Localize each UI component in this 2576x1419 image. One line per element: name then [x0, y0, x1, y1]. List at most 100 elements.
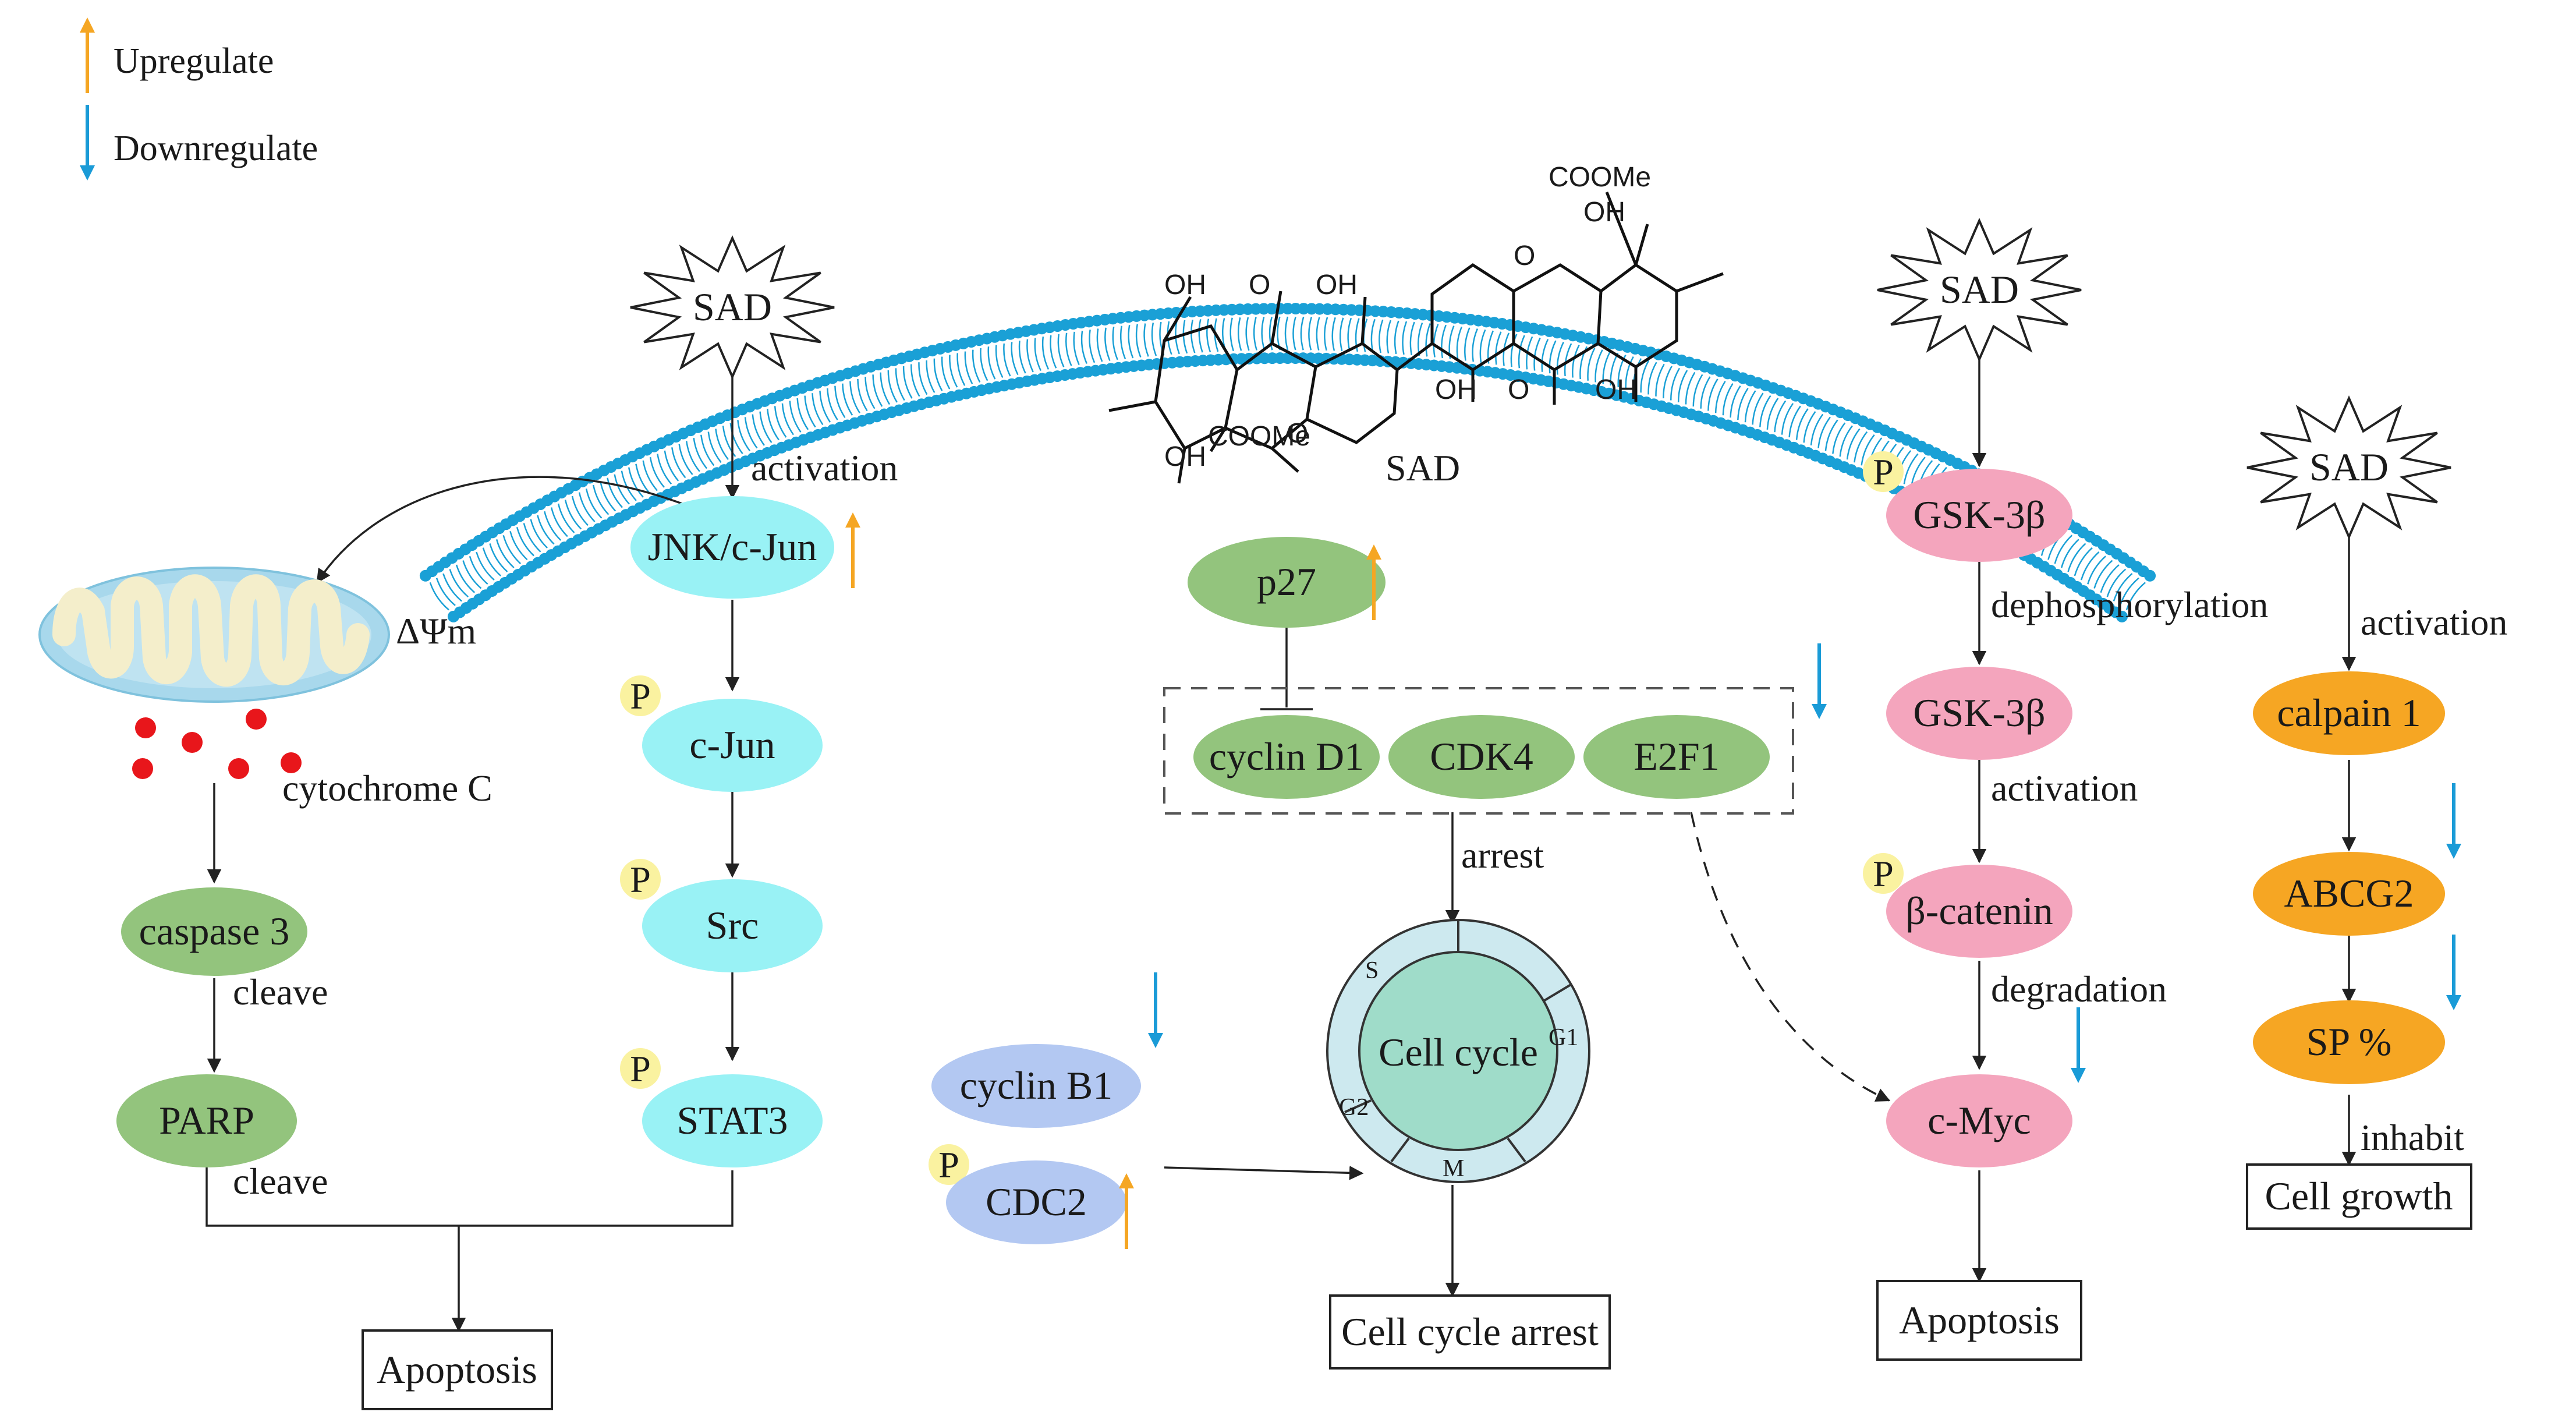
lipid-tail [1464, 327, 1471, 361]
lipid-tail [1394, 320, 1399, 355]
calpain1-node [2253, 671, 2445, 755]
phase-g2-label: G2 [1339, 1094, 1369, 1121]
lipid-tail [1198, 319, 1203, 353]
sad-star-jnk: SAD [630, 235, 835, 380]
cdk4-label: CDK4 [1430, 734, 1533, 778]
cytochrome-c-dot [228, 758, 249, 779]
lipid-tail [1261, 317, 1266, 351]
lipid-tail [1143, 323, 1149, 357]
lipid-tail [752, 414, 765, 446]
lipid-tail [664, 450, 679, 482]
e2f1-node [1583, 715, 1770, 799]
p27-node [1188, 537, 1386, 628]
lipid-tail [707, 431, 722, 463]
oh-group-6: OH [1164, 441, 1206, 472]
lipid-tail [1752, 392, 1764, 425]
lipid-tail [1245, 317, 1250, 351]
lipid-tail [1587, 348, 1596, 381]
lipid-tail [1655, 363, 1665, 397]
lipid-tail [1824, 419, 1838, 451]
lipid-tail [759, 411, 773, 443]
gsk3b-phospho-label: GSK-3β [1913, 493, 2045, 537]
jnk-node [630, 496, 834, 599]
mitochondrion-icon [38, 567, 390, 703]
lipid-tail [1832, 422, 1846, 454]
lipid-tail [1810, 413, 1824, 445]
beta-catenin-label: β-catenin [1905, 889, 2053, 933]
lipid-tail [995, 345, 1004, 378]
lipid-tail [1119, 325, 1126, 359]
jnk-activation-label: activation [751, 447, 898, 489]
lipid-tail [933, 358, 943, 391]
lipid-tail [819, 390, 831, 423]
lipid-tail [1677, 370, 1688, 402]
lipid-tail [1433, 324, 1439, 358]
caspase3-node [121, 887, 307, 976]
lipid-tail [1602, 351, 1611, 384]
sad-star-gsk: SAD [1877, 217, 2082, 363]
lipid-tail [1018, 340, 1026, 374]
parp-label: PARP [159, 1098, 254, 1142]
lipid-tail [649, 457, 665, 488]
lipid-tail [495, 539, 515, 568]
lipid-tail [812, 393, 824, 426]
cdk4-node [1388, 715, 1575, 799]
lipid-tail [872, 374, 883, 407]
cmyc-downregulate-arrow-icon [2071, 1007, 2086, 1083]
abcg2-node [2253, 852, 2445, 936]
lipid-tail [1425, 323, 1431, 357]
lipid-tail [2060, 539, 2079, 568]
lipid-tail [804, 395, 816, 428]
lipid-tail [1795, 408, 1809, 440]
sp-label: SP % [2306, 1020, 2392, 1064]
lipid-tail [482, 547, 502, 576]
cell-cycle-wheel [1326, 919, 1590, 1183]
lipid-tail [964, 351, 973, 384]
lipid-tail [1595, 349, 1603, 383]
lipid-tail [1277, 316, 1281, 351]
lipid-tail [1564, 343, 1572, 377]
lipid-tail [857, 378, 868, 412]
legend-downregulate-label: Downregulate [114, 129, 318, 168]
lipid-tail [1640, 360, 1650, 393]
gsk-activation-label: activation [1991, 767, 2138, 809]
lipid-tail [429, 582, 449, 611]
lipid-tail [1788, 405, 1801, 438]
phase-g1-label: G1 [1549, 1024, 1578, 1051]
lipid-tail [1409, 321, 1415, 356]
stat3-label: STAT3 [676, 1098, 788, 1142]
lipid-tail [1300, 316, 1305, 351]
lipid-tail [502, 535, 522, 564]
lipid-tail [523, 523, 541, 553]
apoptosis-box-right [1876, 1280, 2082, 1361]
phospho-label-beta-catenin: P [1873, 853, 1894, 894]
coome-group-2: COOMe [1208, 421, 1310, 452]
lipid-tail [2074, 547, 2093, 576]
legend-upregulate-label: Upregulate [114, 41, 274, 81]
lipid-tail [1495, 331, 1502, 365]
src-node [642, 879, 823, 972]
legend: Upregulate Downregulate [80, 17, 318, 181]
lipid-tail [744, 417, 758, 449]
lipid-tail [1324, 317, 1328, 351]
lipid-tail [1073, 331, 1080, 365]
lipid-tail [1112, 326, 1118, 360]
lipid-tail [1355, 318, 1360, 352]
src-label: Src [706, 903, 759, 947]
lipid-tail [1237, 317, 1242, 351]
lipid-tail [1057, 334, 1065, 367]
parp-node [116, 1074, 297, 1167]
lipid-tail [1026, 339, 1034, 373]
phase-s-label: S [1365, 957, 1379, 984]
lipid-tail [462, 560, 482, 589]
sad-star-calpain: SAD [2247, 395, 2451, 540]
phospho-label-src: P [630, 859, 651, 900]
connectors [205, 332, 2357, 1332]
coome-group-1: COOMe [1549, 162, 1651, 193]
lipid-tail [1541, 339, 1549, 372]
ketone-o-1: O [1249, 270, 1270, 300]
delta-psi-label: ΔΨm [396, 610, 476, 652]
lipid-tail [722, 426, 736, 457]
lipid-tail [1065, 332, 1072, 366]
